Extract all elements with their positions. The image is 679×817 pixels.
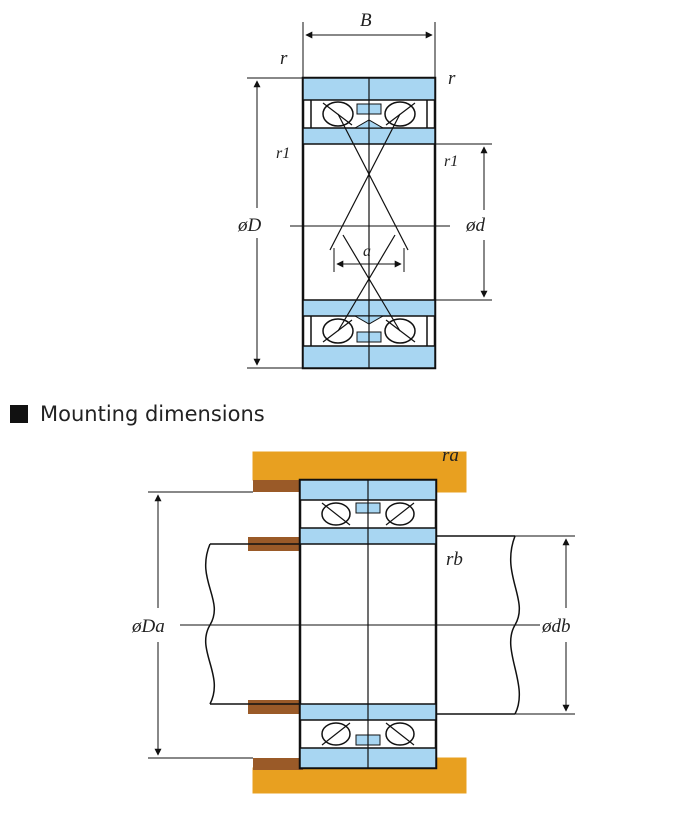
label-chamfer-r1-right: r1 (444, 153, 458, 170)
section-heading: Mounting dimensions (10, 402, 265, 426)
label-chamfer-r1-left: r1 (276, 145, 290, 162)
dimension-b (302, 22, 436, 78)
label-housing-shoulder: øDa (131, 616, 165, 637)
dimension-offset-a (333, 248, 405, 272)
dimension-housing-shoulder (148, 491, 253, 759)
mounting-diagram (180, 451, 540, 794)
section-heading-text: Mounting dimensions (40, 402, 265, 426)
label-shaft-fillet: rb (446, 549, 463, 570)
dimension-outer-diameter (247, 77, 303, 369)
label-chamfer-r-right: r (448, 68, 456, 89)
label-offset-a: a (363, 243, 371, 260)
square-bullet-icon (10, 405, 28, 423)
label-housing-fillet: ra (442, 445, 459, 466)
dimension-shaft-shoulder (515, 535, 575, 715)
dimension-bore-diameter (435, 143, 492, 301)
label-outer-diameter: øD (237, 215, 262, 236)
label-bore-diameter: ød (465, 215, 486, 236)
label-shaft-shoulder: ødb (541, 616, 571, 637)
label-chamfer-r-left: r (280, 48, 288, 69)
label-width-b: B (360, 10, 372, 31)
bearing-cross-section (290, 76, 450, 370)
